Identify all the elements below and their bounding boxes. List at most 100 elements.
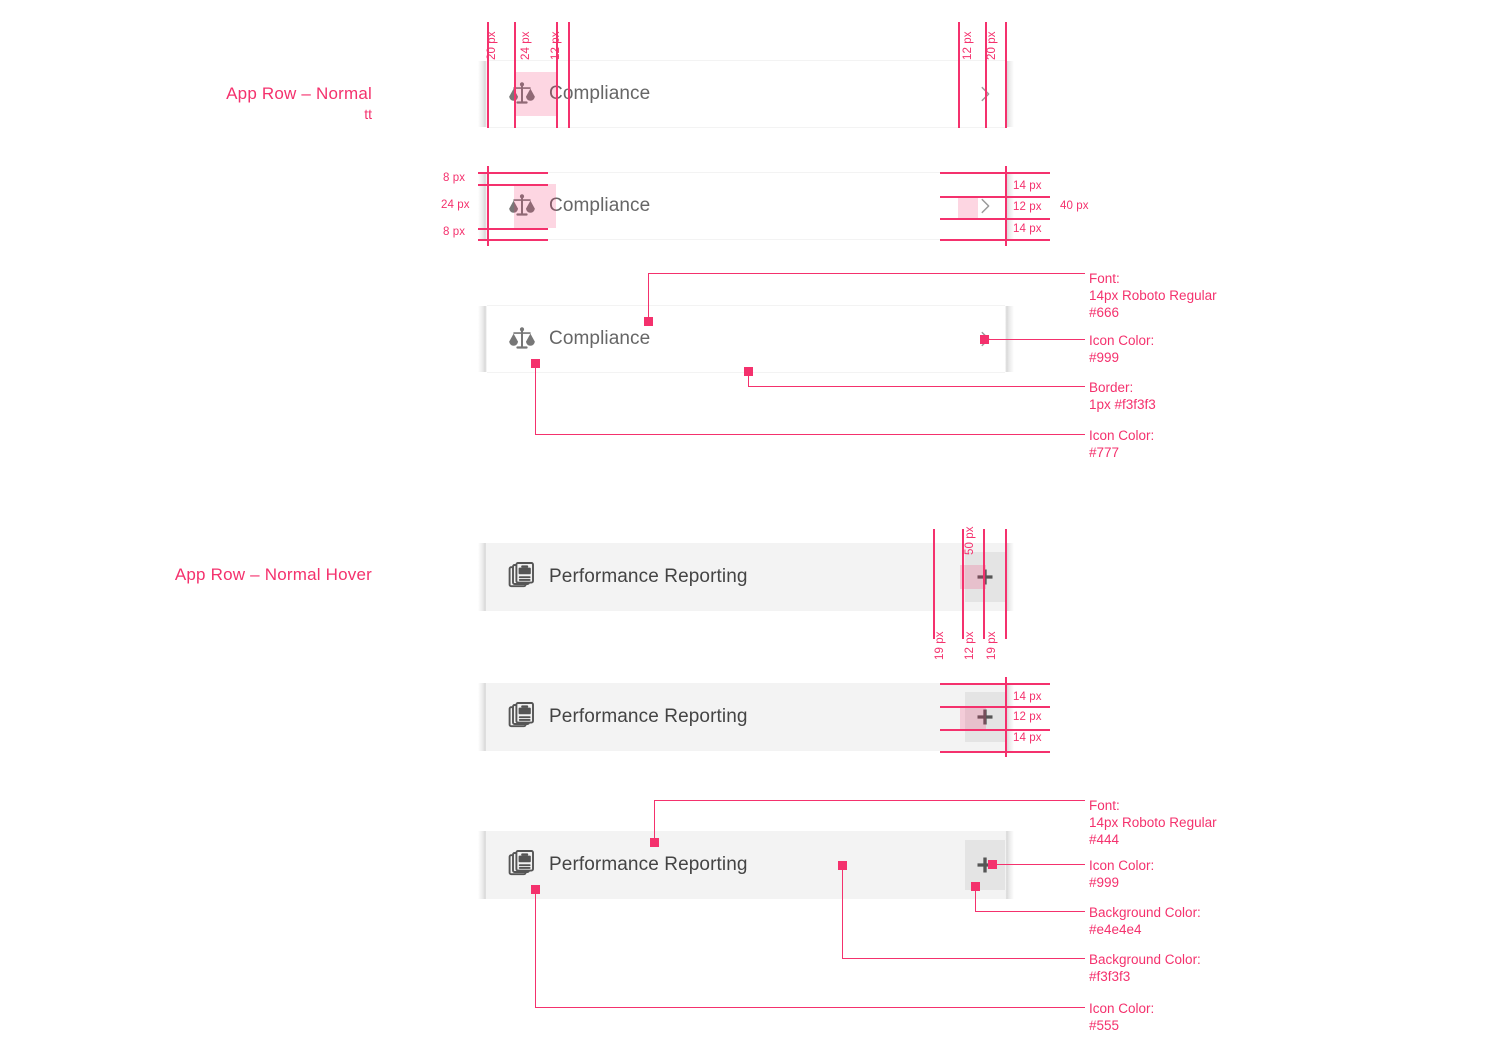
callout-bg-action: Background Color: #e4e4e4 (1089, 904, 1201, 938)
guide-line (983, 529, 985, 639)
guide-line (933, 529, 935, 639)
guide-line (940, 239, 1050, 241)
callout-leader (984, 339, 1085, 341)
guide-line (478, 228, 548, 230)
callout-line2: 1px #f3f3f3 (1089, 397, 1156, 412)
callout-line2: #999 (1089, 875, 1120, 890)
guide-line (1005, 529, 1007, 639)
guide-line (514, 22, 516, 128)
callout-leader (535, 1007, 1085, 1009)
callout-leader (748, 386, 1085, 388)
callout-line2: #777 (1089, 445, 1120, 460)
callout-line2: #f3f3f3 (1089, 969, 1131, 984)
row-edge-left (478, 61, 487, 127)
guide-line (1005, 166, 1007, 246)
measurement-label: 24 px (520, 31, 532, 60)
scales-icon (507, 191, 537, 221)
callout-line2: #999 (1089, 350, 1120, 365)
section-title-normal: App Row – Normal (226, 84, 372, 103)
callout-line2: 14px Roboto Regular (1089, 815, 1217, 830)
section-subtitle-normal: tt (364, 106, 372, 122)
measurement-label: 14 px (1013, 180, 1042, 192)
app-row-label: Compliance (549, 195, 651, 216)
callout-anchor-font-hover (650, 838, 659, 847)
measurement-label: 50 px (964, 526, 976, 555)
guide-line (478, 172, 548, 174)
guide-line (556, 22, 558, 128)
callout-icon-color-chevron: Icon Color: #999 (1089, 332, 1154, 366)
guide-line (940, 706, 1050, 708)
measurement-label: 20 px (986, 31, 998, 60)
app-row-hover-annotated[interactable]: Performance Reporting (478, 831, 1014, 899)
measurement-label: 14 px (1013, 223, 1042, 235)
guide-line (940, 172, 1050, 174)
app-row-label: Performance Reporting (549, 854, 748, 875)
callout-title: Font: (1089, 271, 1120, 286)
app-row-label: Compliance (549, 83, 651, 104)
guide-line (940, 683, 1050, 685)
measurement-label: 20 px (486, 31, 498, 60)
row-edge-left (478, 306, 487, 372)
callout-leader (648, 273, 650, 319)
guide-line (478, 184, 548, 186)
callout-font-hover: Font: 14px Roboto Regular #444 (1089, 797, 1217, 848)
chevron-right-icon[interactable] (965, 69, 1005, 119)
measurement-label: 24 px (441, 199, 470, 211)
app-row-normal-measured-side[interactable]: Compliance (478, 172, 1014, 240)
guide-line (958, 22, 960, 128)
measurement-label: 12 px (550, 31, 562, 60)
guide-line (962, 529, 964, 639)
scales-icon (507, 324, 537, 354)
callout-leader (648, 273, 1085, 275)
callout-title: Font: (1089, 798, 1120, 813)
callout-title: Icon Color: (1089, 428, 1155, 443)
row-edge-left (478, 543, 487, 611)
guide-line (478, 239, 548, 241)
row-edge-left (478, 831, 487, 899)
callout-icon-color-scales: Icon Color: #777 (1089, 427, 1154, 461)
measurement-label: 14 px (1013, 691, 1042, 703)
row-edge-left (478, 683, 487, 751)
measurement-label: 12 px (962, 31, 974, 60)
measurement-label-total: 40 px (1060, 200, 1089, 212)
callout-leader (842, 958, 1085, 960)
plus-icon-button[interactable] (965, 692, 1005, 742)
app-row-normal-annotated[interactable]: Compliance (478, 305, 1014, 373)
app-row-hover-measured-side[interactable]: Performance Reporting (478, 683, 1014, 751)
callout-title: Icon Color: (1089, 333, 1155, 348)
callout-anchor-font (644, 317, 653, 326)
callout-title: Background Color: (1089, 905, 1201, 920)
app-row-label: Compliance (549, 328, 651, 349)
measurement-label: 12 px (964, 631, 976, 660)
callout-icon-color-plus: Icon Color: #999 (1089, 857, 1154, 891)
app-row-normal-measured-top[interactable]: Compliance (478, 60, 1014, 128)
measurement-label: 19 px (986, 631, 998, 660)
callout-leader (748, 371, 750, 387)
guide-line (1005, 677, 1007, 757)
app-row-hover-measured-top[interactable]: Performance Reporting (478, 543, 1014, 611)
callout-leader (975, 886, 977, 912)
plus-icon (977, 857, 993, 873)
callout-line3: #444 (1089, 832, 1120, 847)
measurement-label: 12 px (1013, 711, 1042, 723)
measurement-label: 8 px (443, 226, 466, 238)
guide-line (940, 729, 1050, 731)
section-title-hover: App Row – Normal Hover (174, 565, 372, 584)
measurement-label: 8 px (443, 172, 466, 184)
callout-leader (654, 800, 1085, 802)
measurement-label: 14 px (1013, 732, 1042, 744)
plus-icon (977, 569, 993, 585)
callout-bg-row: Background Color: #f3f3f3 (1089, 951, 1201, 985)
guide-line (487, 166, 489, 246)
callout-leader (842, 865, 844, 959)
plus-icon (977, 709, 993, 725)
chevron-right-icon[interactable] (965, 181, 1005, 231)
callout-line2: #e4e4e4 (1089, 922, 1142, 937)
callout-leader (992, 864, 1085, 866)
report-briefcase-icon (507, 702, 537, 732)
callout-font-normal: Font: 14px Roboto Regular #666 (1089, 270, 1217, 321)
callout-leader (535, 363, 537, 435)
callout-title: Icon Color: (1089, 1001, 1155, 1016)
plus-icon-button[interactable] (965, 552, 1005, 602)
measurement-label: 19 px (934, 631, 946, 660)
